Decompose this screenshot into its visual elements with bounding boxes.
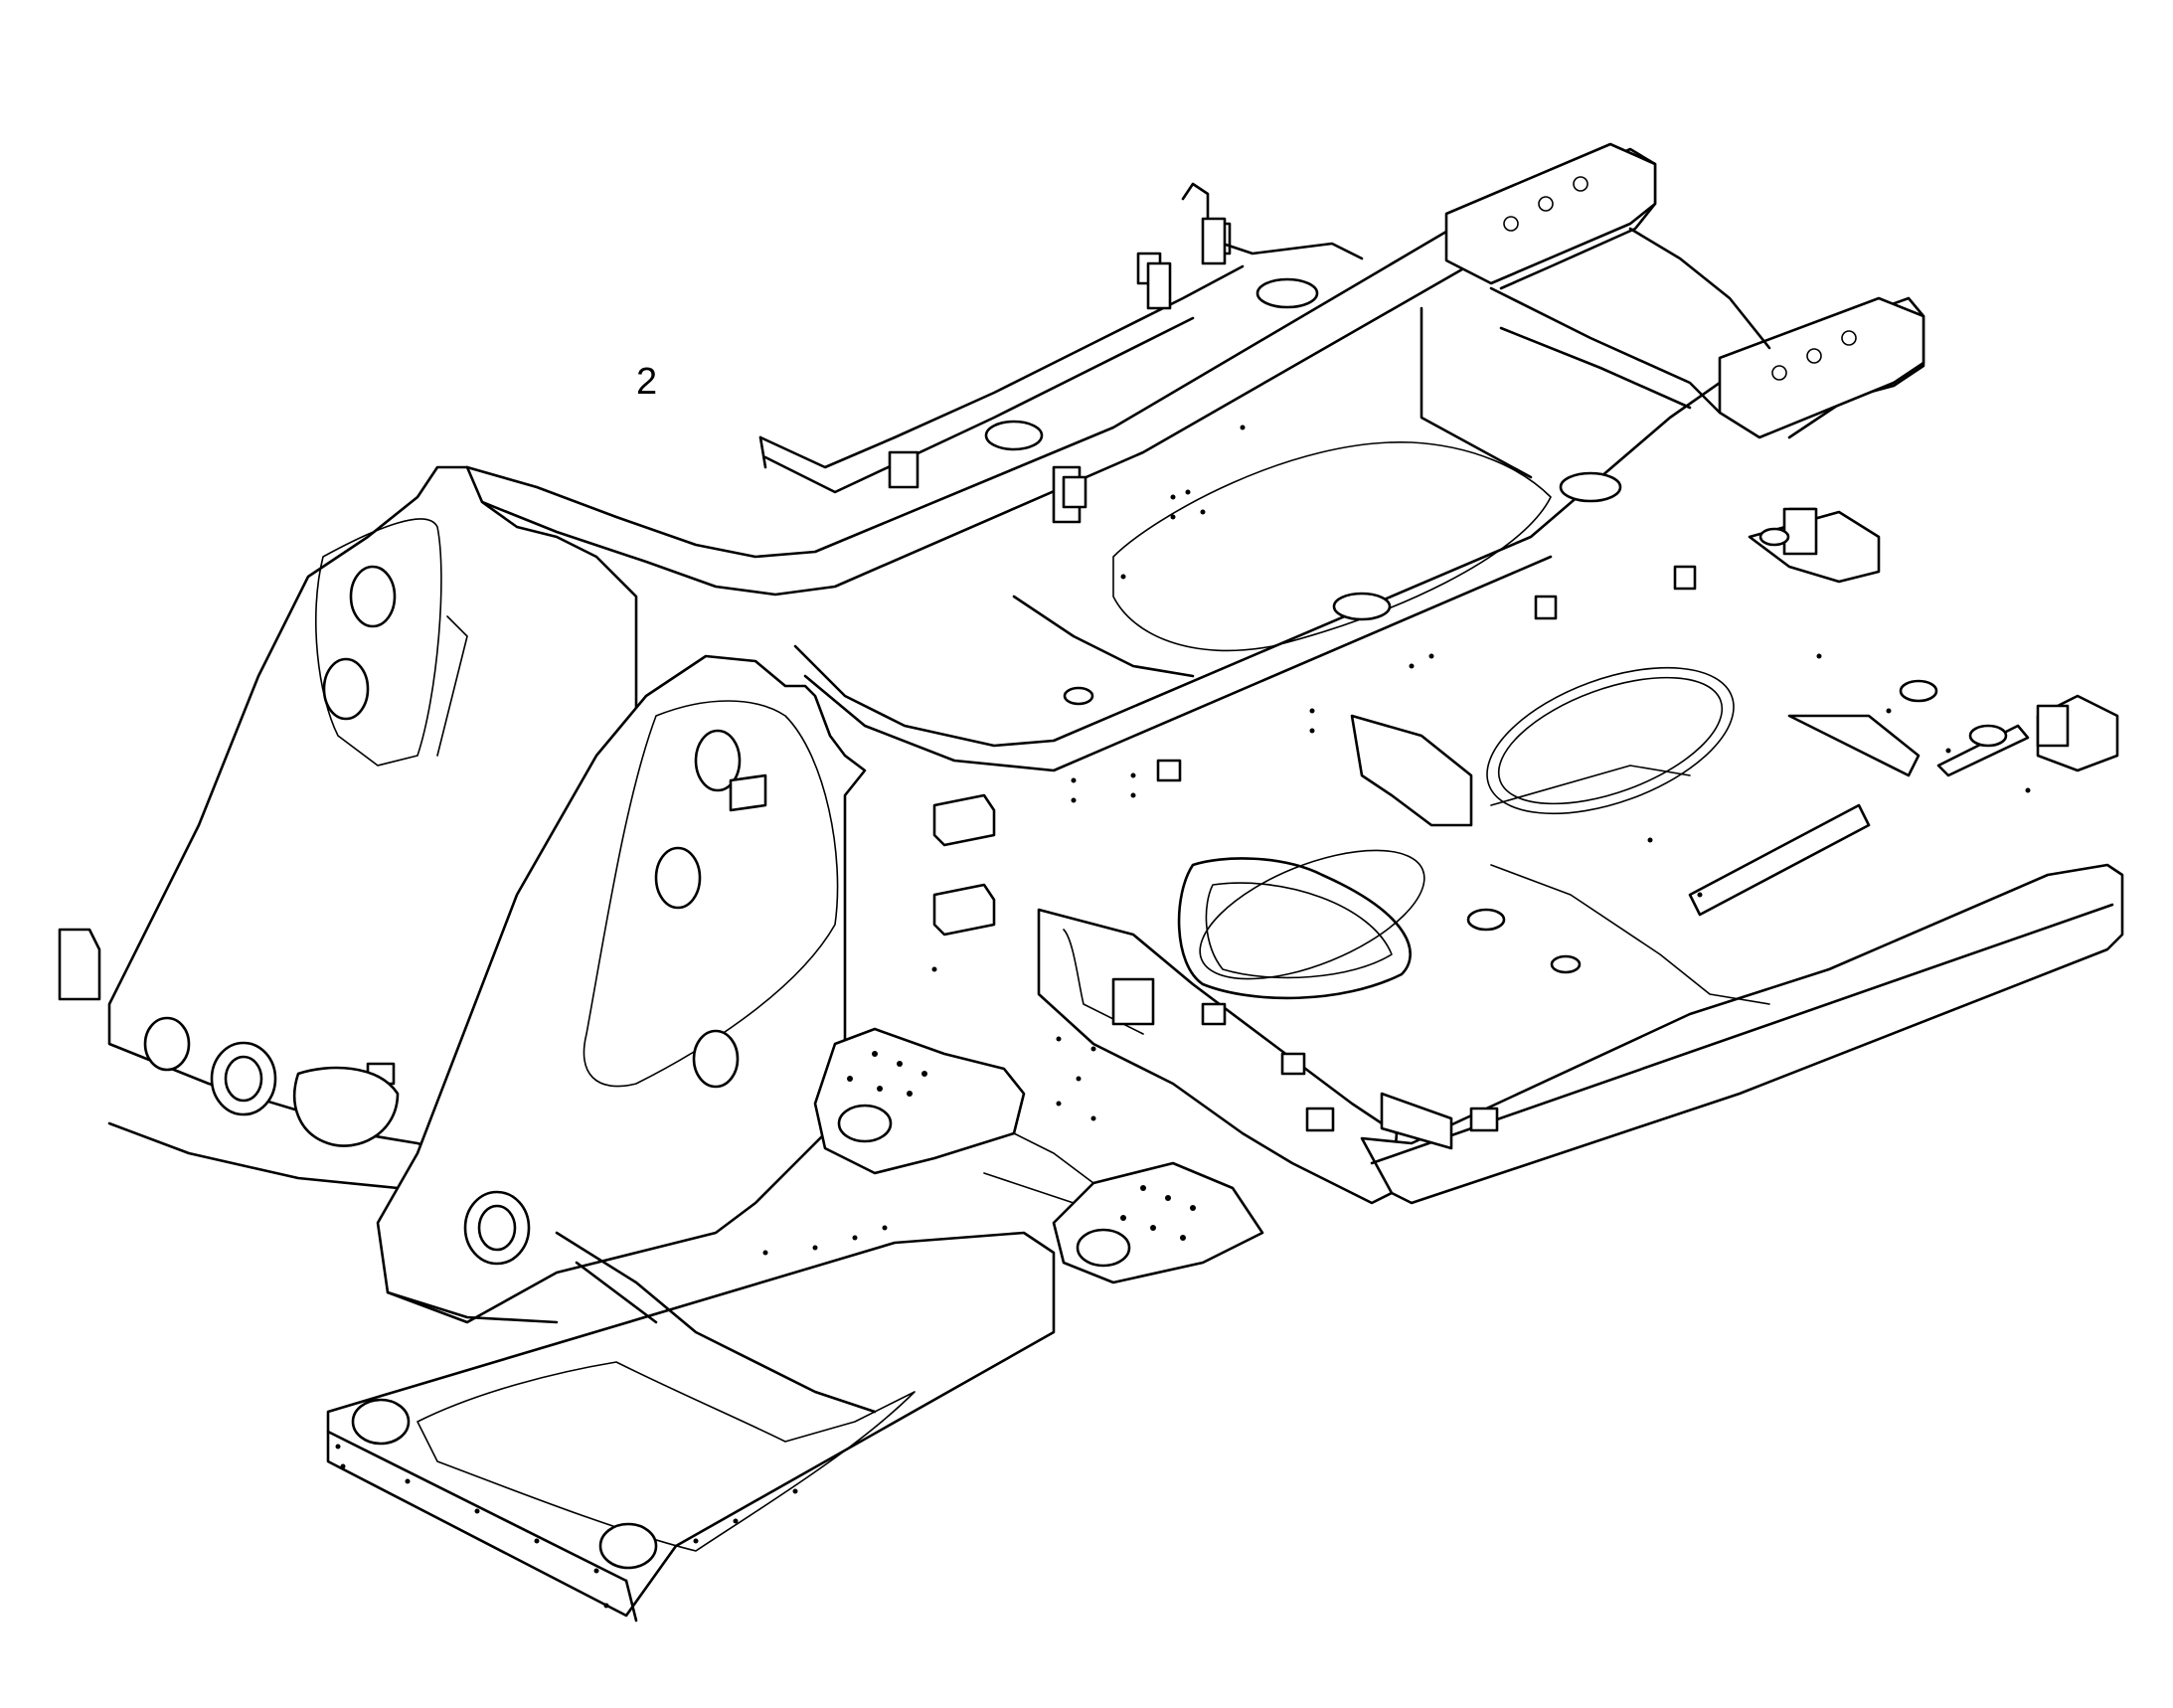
right-rail <box>1360 507 2124 1205</box>
left-rail <box>758 182 1364 509</box>
brackets <box>293 565 1697 1147</box>
mid-platform <box>813 1027 1264 1284</box>
center-tower <box>376 654 867 1324</box>
callout-label-2: 2 <box>636 361 658 403</box>
frame-cutouts <box>1063 527 2008 980</box>
front-subframe <box>326 1231 1056 1623</box>
mounting-holes <box>335 425 2031 1609</box>
